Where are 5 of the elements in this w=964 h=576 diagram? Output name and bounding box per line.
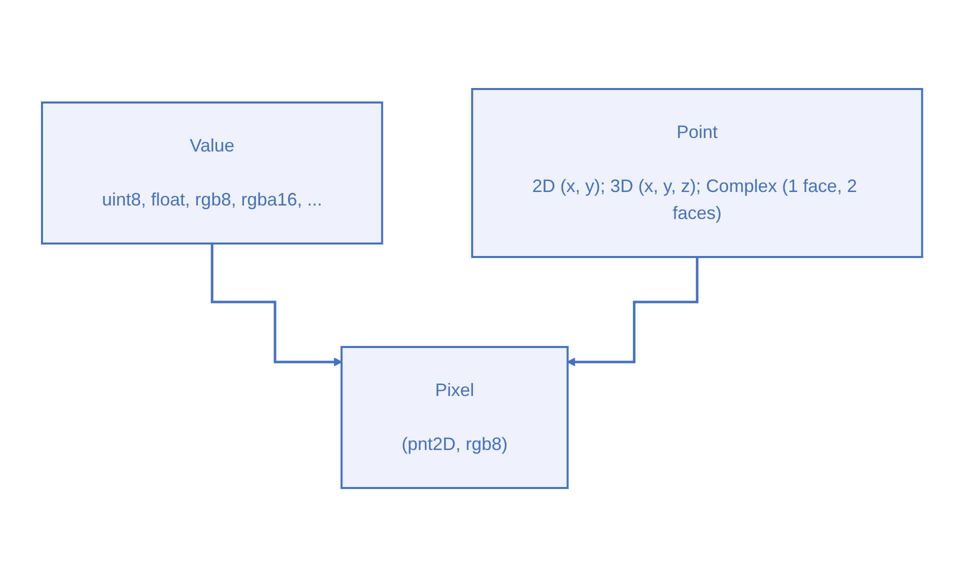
node-box: Point 2D (x, y); 3D (x, y, z); Complex (1 face, 2 faces): [471, 88, 924, 258]
node-box: Pixel (pnt2D, rgb8): [340, 346, 569, 488]
arrow: [210, 242, 342, 366]
node-box: Value uint8, float, rgb8, rgba16, ...: [40, 101, 384, 244]
arrow: [566, 255, 698, 366]
